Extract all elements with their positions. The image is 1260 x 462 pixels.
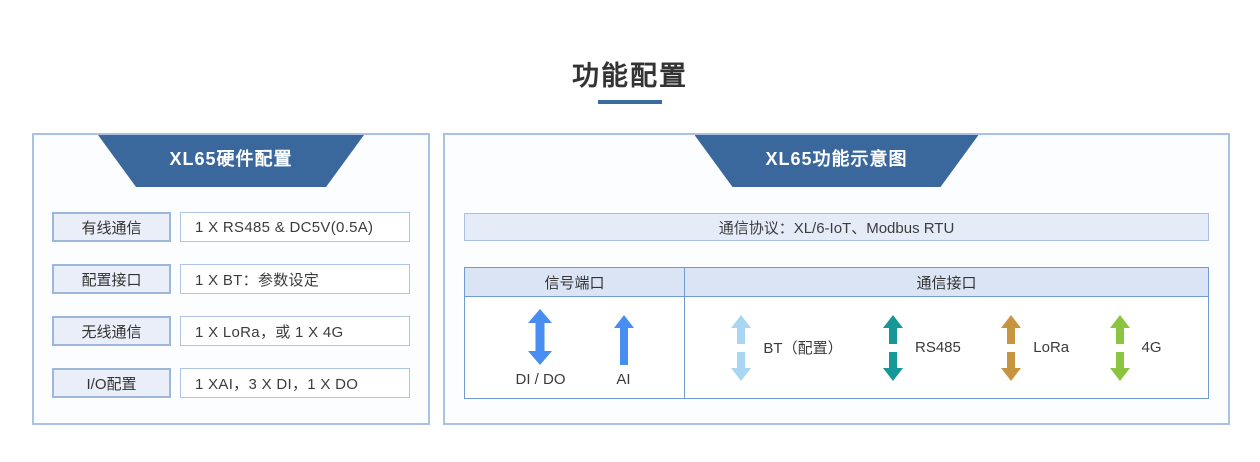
table-row: I/O配置 1 XAI，3 X DI，1 X DO	[52, 368, 410, 398]
wired-comm-value: 1 X RS485 & DC5V(0.5A)	[180, 212, 410, 242]
list-item: LoRa	[1001, 314, 1070, 381]
wireless-comm-value: 1 X LoRa，或 1 X 4G	[180, 316, 410, 346]
wireless-comm-label: 无线通信	[52, 316, 171, 346]
protocol-bar: 通信协议：XL/6-IoT、Modbus RTU	[464, 213, 1209, 241]
list-item: BT（配置）	[731, 314, 843, 381]
page-title: 功能配置	[572, 61, 688, 91]
list-item: 4G	[1109, 314, 1162, 381]
hardware-config-rows: 有线通信 1 X RS485 & DC5V(0.5A) 配置接口 1 X BT：…	[34, 187, 428, 398]
comm-interfaces-cell: BT（配置） RS485 LoRa	[685, 296, 1208, 398]
title-underline	[598, 100, 662, 104]
rs485-label: RS485	[914, 339, 961, 356]
config-interface-label: 配置接口	[52, 264, 171, 294]
function-diagram-panel-title: XL65功能示意图	[765, 149, 908, 169]
function-table-body: DI / DO AI BT（配置）	[465, 296, 1208, 398]
lora-label: LoRa	[1033, 339, 1070, 356]
signal-ports-cell: DI / DO AI	[465, 296, 685, 398]
list-item: DI / DO	[515, 309, 566, 388]
table-row: 有线通信 1 X RS485 & DC5V(0.5A)	[52, 212, 410, 242]
table-row: 配置接口 1 X BT：参数设定	[52, 264, 410, 294]
ai-up-arrow-icon	[613, 315, 634, 365]
hardware-config-panel: XL65硬件配置 有线通信 1 X RS485 & DC5V(0.5A) 配置接…	[32, 133, 430, 425]
bt-label: BT（配置）	[763, 340, 843, 357]
4g-label: 4G	[1141, 339, 1162, 356]
ai-label: AI	[616, 371, 631, 388]
function-table-header: 信号端口 通信接口	[465, 268, 1208, 296]
table-row: 无线通信 1 X LoRa，或 1 X 4G	[52, 316, 410, 346]
lora-split-double-arrow-icon	[1001, 314, 1022, 381]
wired-comm-label: 有线通信	[52, 212, 171, 242]
column-header-comm-interfaces: 通信接口	[685, 268, 1208, 296]
list-item: AI	[613, 315, 634, 388]
di-do-double-arrow-icon	[528, 309, 553, 365]
hardware-config-panel-header: XL65硬件配置	[98, 135, 364, 187]
column-header-signal-ports: 信号端口	[465, 268, 685, 296]
hardware-config-panel-title: XL65硬件配置	[169, 149, 293, 169]
function-diagram-panel-header: XL65功能示意图	[695, 135, 979, 187]
di-do-label: DI / DO	[515, 371, 566, 388]
4g-split-double-arrow-icon	[1109, 314, 1130, 381]
page-title-block: 功能配置	[0, 54, 1260, 104]
bt-split-double-arrow-icon	[731, 314, 752, 381]
io-config-label: I/O配置	[52, 368, 171, 398]
list-item: RS485	[882, 314, 961, 381]
function-table: 信号端口 通信接口 DI / DO AI	[464, 267, 1209, 399]
io-config-value: 1 XAI，3 X DI，1 X DO	[180, 368, 410, 398]
rs485-split-double-arrow-icon	[882, 314, 903, 381]
function-diagram-panel: XL65功能示意图 通信协议：XL/6-IoT、Modbus RTU 信号端口 …	[443, 133, 1230, 425]
config-interface-value: 1 X BT：参数设定	[180, 264, 410, 294]
